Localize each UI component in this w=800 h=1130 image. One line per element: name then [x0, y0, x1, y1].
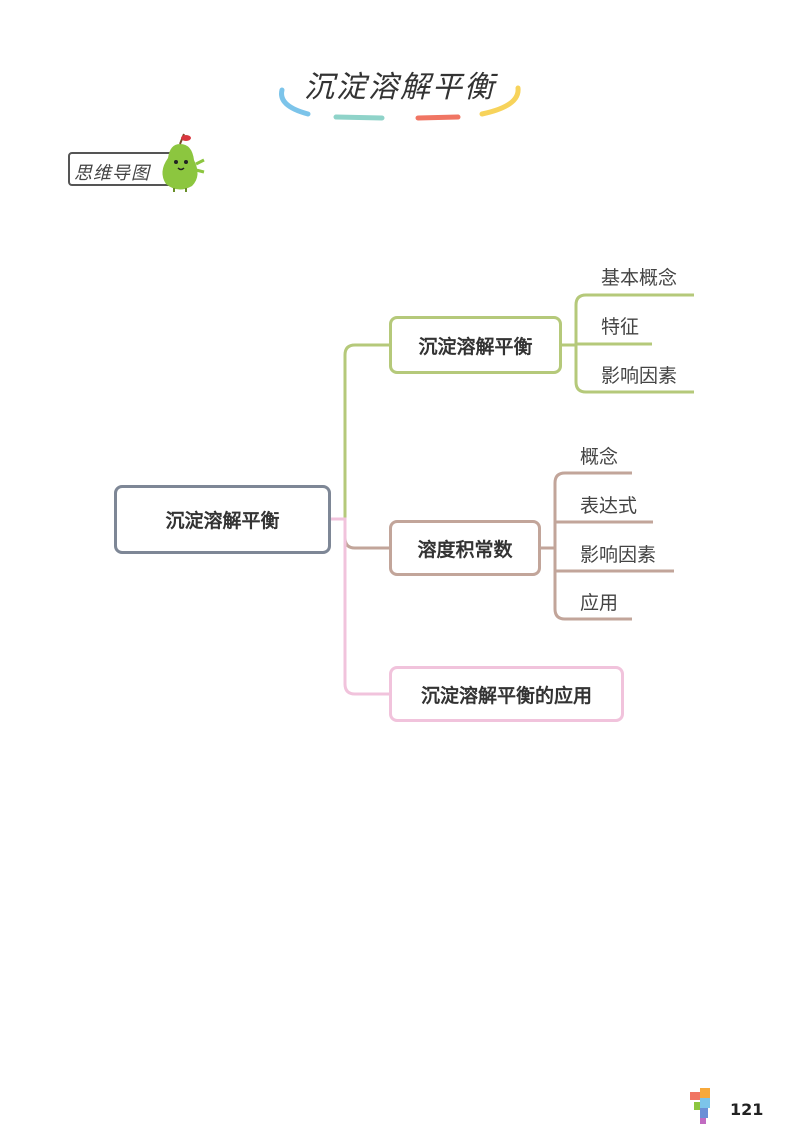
mindmap-root-node: 沉淀溶解平衡: [114, 485, 331, 554]
leaf-influencing-factors: 影响因素: [601, 365, 678, 387]
publisher-logo-icon: [690, 1088, 710, 1124]
leaf-features: 特征: [601, 316, 640, 338]
pear-mascot-icon: [162, 133, 205, 192]
branch-node-ksp: 溶度积常数: [389, 520, 541, 576]
page-number: 121: [730, 1100, 764, 1119]
page-title: 沉淀溶解平衡: [304, 70, 496, 105]
leaf-concept: 概念: [580, 446, 619, 468]
leaf-ksp-influencing-factors: 影响因素: [580, 544, 657, 566]
branch-node-application: 沉淀溶解平衡的应用: [389, 666, 624, 722]
branch-node-equilibrium: 沉淀溶解平衡: [389, 316, 562, 374]
title-decoration-arc: [279, 85, 521, 121]
mindmap-badge-label: 思维导图: [74, 163, 150, 184]
leaf-expression: 表达式: [580, 495, 638, 517]
leaf-application: 应用: [580, 592, 619, 614]
leaf-basic-concept: 基本概念: [601, 267, 678, 289]
